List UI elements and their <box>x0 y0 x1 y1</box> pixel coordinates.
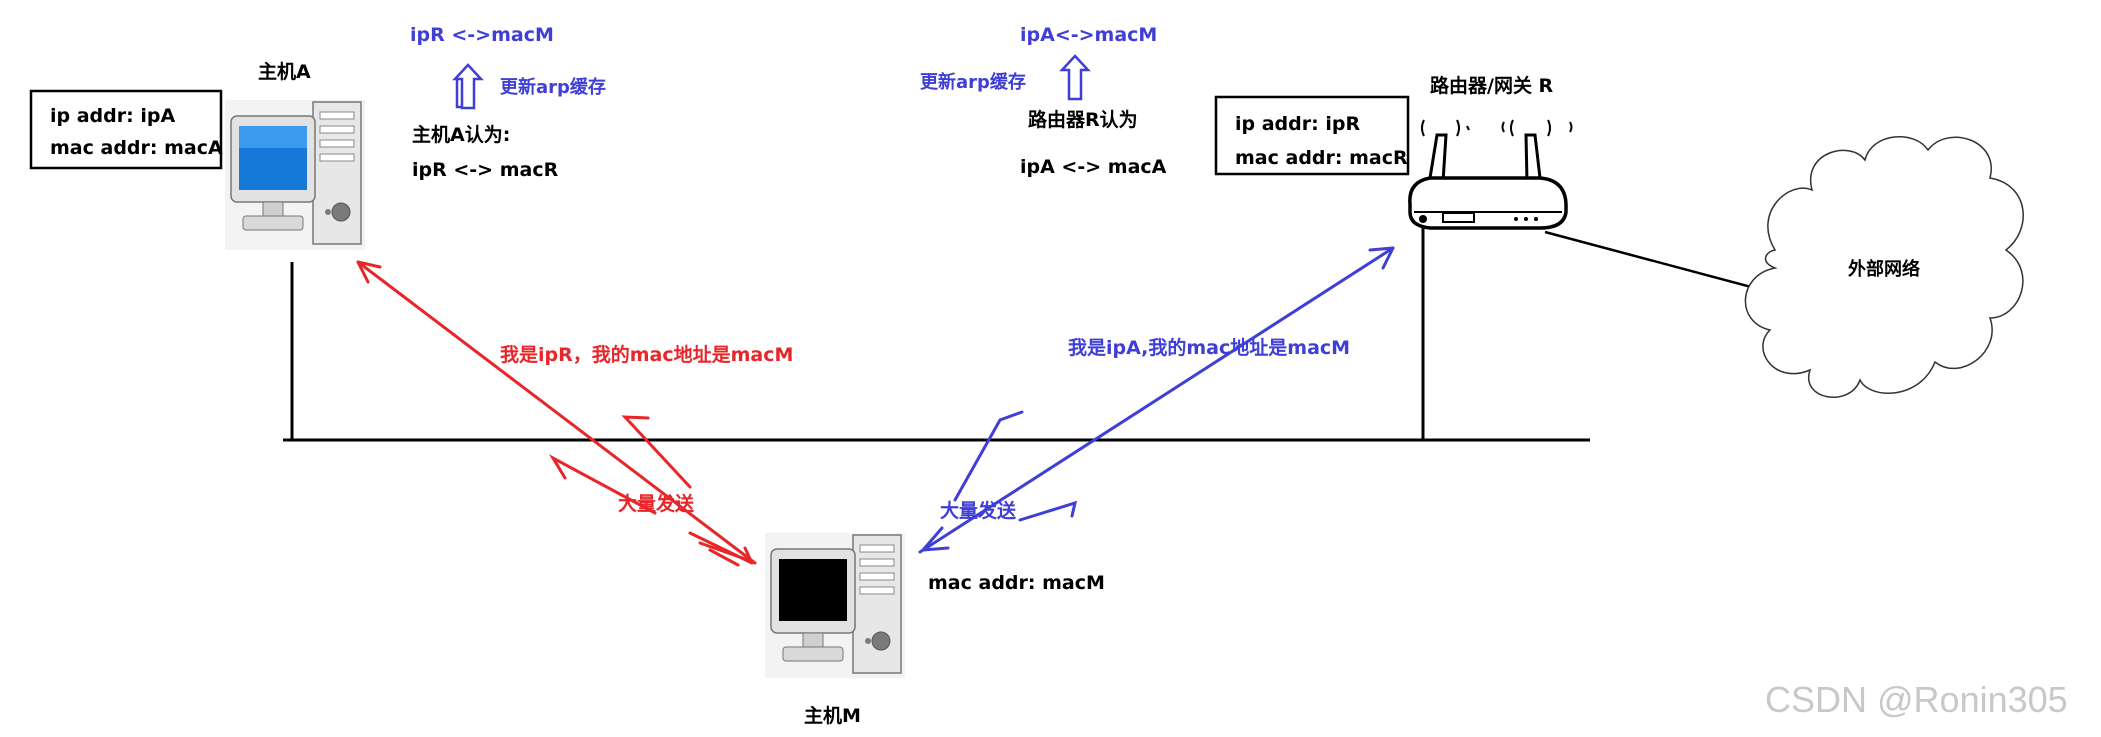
host-a-info-box: ip addr: ipA mac addr: macA <box>29 89 223 170</box>
router-ip: ip addr: ipR <box>1235 113 1360 135</box>
external-network-cloud-icon <box>1744 136 2024 398</box>
right-update-note: 更新arp缓存 <box>920 71 1026 93</box>
host-m-computer-icon <box>765 533 905 678</box>
blue-tail-arrowhead <box>921 526 950 552</box>
blue-spoof-arrows <box>918 246 1395 554</box>
red-flood-stroke-2 <box>548 454 657 515</box>
left-update-mapping: ipR <->macM <box>410 24 554 46</box>
blue-flood-stroke-1 <box>953 410 1024 502</box>
router-belief-value: ipA <-> macA <box>1020 156 1167 178</box>
red-main-arrowhead <box>356 260 382 284</box>
red-spoof-arrows <box>356 260 757 567</box>
host-a-belief-value: ipR <-> macR <box>412 159 559 181</box>
right-up-arrow-icon <box>1059 54 1091 101</box>
network-bus <box>283 228 1801 442</box>
red-flood-stroke-4 <box>708 548 740 567</box>
host-m-title: 主机M <box>804 705 861 727</box>
blue-main-arrowhead <box>1368 246 1395 270</box>
router-title: 路由器/网关 R <box>1430 74 1554 97</box>
router-icon <box>1408 119 1573 230</box>
red-flood-label: 大量发送 <box>618 492 695 515</box>
red-flood-stroke-3 <box>688 531 754 565</box>
red-flood-stroke-1 <box>621 415 692 489</box>
blue-flood-stroke-2 <box>1018 500 1078 522</box>
red-main-arrow-line <box>356 260 757 565</box>
router-info-box: ip addr: ipR mac addr: macR <box>1214 95 1410 176</box>
router-mac: mac addr: macR <box>1235 147 1408 169</box>
external-network-label: 外部网络 <box>1848 258 1920 280</box>
host-a-ip: ip addr: ipA <box>50 105 175 127</box>
red-spoof-message: 我是ipR，我的mac地址是macM <box>500 343 793 366</box>
left-up-arrow-icon <box>452 63 484 110</box>
csdn-watermark: CSDN @Ronin305 <box>1765 679 2068 720</box>
left-update-note: 更新arp缓存 <box>500 76 606 98</box>
host-a-computer-icon <box>225 100 365 250</box>
blue-main-arrow-line <box>918 246 1395 554</box>
blue-flood-label: 大量发送 <box>940 499 1017 522</box>
right-update-mapping: ipA<->macM <box>1020 24 1157 46</box>
blue-spoof-message: 我是ipA,我的mac地址是macM <box>1068 336 1350 359</box>
host-a-belief-title: 主机A认为: <box>412 123 510 146</box>
host-a-mac: mac addr: macA <box>50 137 223 159</box>
router-belief-title: 路由器R认为 <box>1028 108 1138 131</box>
host-a-title: 主机A <box>258 61 311 83</box>
host-m-mac: mac addr: macM <box>928 572 1105 594</box>
